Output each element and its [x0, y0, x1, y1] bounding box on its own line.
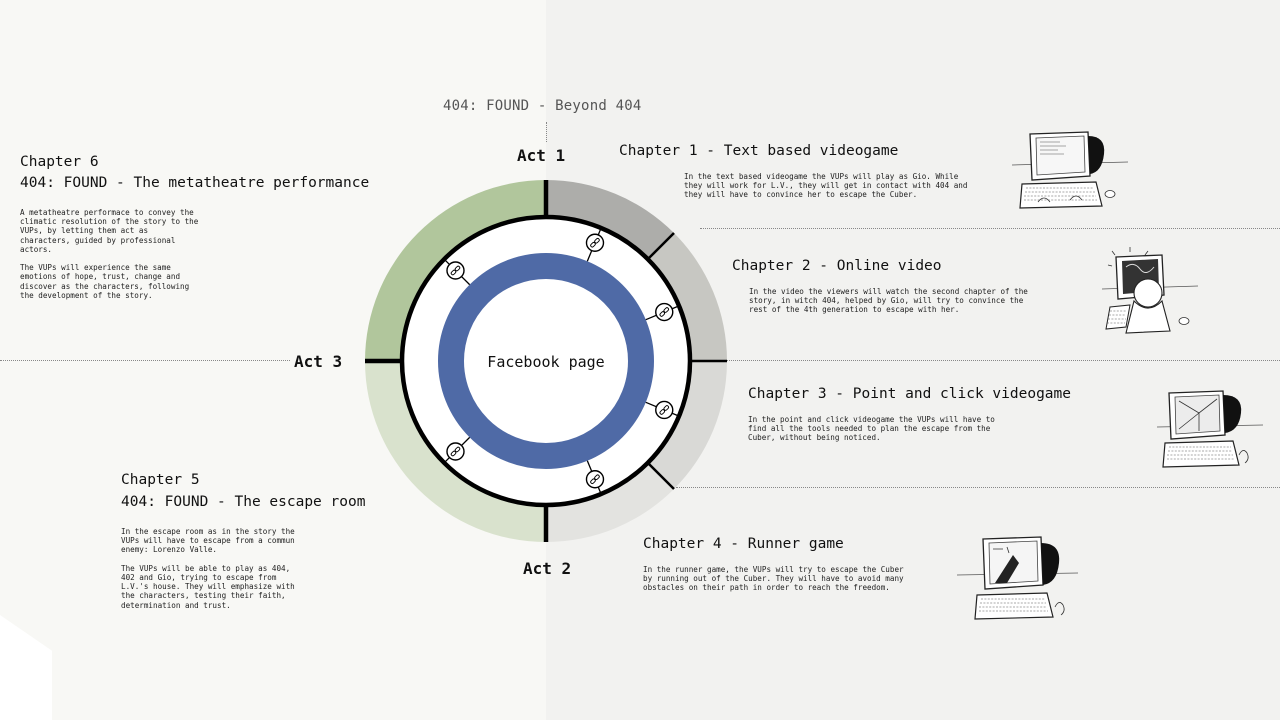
chapter6-heading: Chapter 6	[20, 154, 99, 170]
chapter5-subheading: 404: FOUND - The escape room	[121, 494, 366, 510]
chapter1-sector	[546, 180, 674, 260]
page-title: 404: FOUND - Beyond 404	[443, 98, 642, 114]
chapter2-description: In the video the viewers will watch the …	[749, 287, 1028, 315]
link-icon	[443, 436, 471, 464]
facebook-ring	[438, 253, 654, 469]
chapter1-divider	[700, 228, 1280, 229]
chapter1-computer-illustration	[1011, 131, 1129, 209]
act3-label: Act 3	[294, 352, 343, 371]
title-guide-line	[546, 122, 547, 142]
chapter5-sector	[365, 361, 546, 542]
chapter6-subheading: 404: FOUND - The metatheatre performance	[20, 175, 370, 191]
chapter1-description: In the text based videogame the VUPs wil…	[684, 172, 968, 200]
link-icon	[645, 302, 680, 322]
chapter5-heading: Chapter 5	[121, 472, 200, 488]
chapter3-heading: Chapter 3 - Point and click videogame	[748, 386, 1072, 402]
chapter3-computer-illustration	[1156, 390, 1264, 468]
chapter4-heading: Chapter 4 - Runner game	[643, 536, 844, 552]
chapter3-description: In the point and click videogame the VUP…	[748, 415, 995, 443]
chapter2-sector	[647, 233, 727, 361]
chapter4-sector	[546, 462, 674, 543]
act3-guide-line	[0, 360, 290, 361]
chapter2-computer-illustration	[1101, 247, 1199, 334]
link-icon	[443, 258, 471, 286]
chapter1-heading: Chapter 1 - Text based videogame	[619, 143, 899, 159]
chapter3-sector	[647, 361, 727, 489]
chapter2-divider	[726, 360, 1280, 361]
facebook-page-label: Facebook page	[487, 353, 604, 371]
link-icon	[585, 460, 605, 495]
link-icon	[645, 400, 680, 420]
act2-label: Act 2	[523, 559, 572, 578]
chapter-divider-3	[646, 461, 675, 490]
chapter2-heading: Chapter 2 - Online video	[732, 258, 942, 274]
chapter3-divider	[676, 487, 1280, 488]
chapter4-description: In the runner game, the VUPs will try to…	[643, 565, 904, 593]
chapter-divider-1	[646, 232, 675, 261]
link-icon	[585, 227, 605, 262]
chapter6-sector	[365, 180, 546, 361]
chapter4-computer-illustration	[956, 536, 1079, 620]
act1-label: Act 1	[517, 146, 566, 165]
